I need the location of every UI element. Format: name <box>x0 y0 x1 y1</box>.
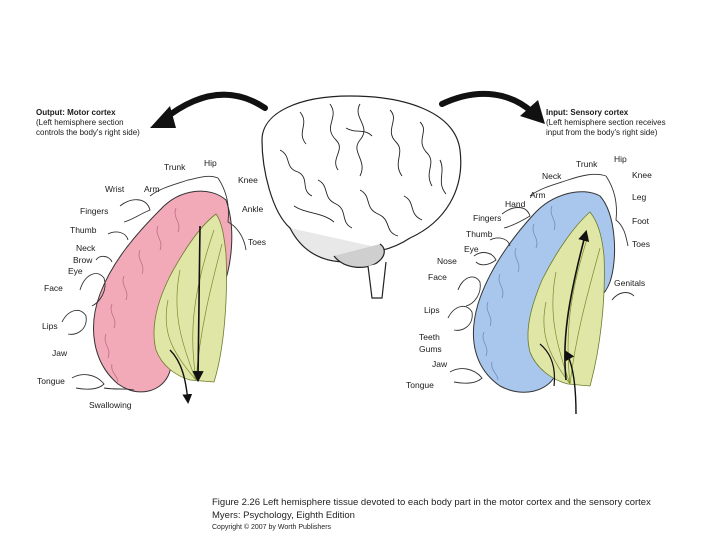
output-arrow-head <box>150 106 176 128</box>
figure-caption: Figure 2.26 Left hemisphere tissue devot… <box>212 496 712 533</box>
output-arrow <box>160 91 268 123</box>
motor-cortex-illustration <box>61 175 247 404</box>
motor-header: Output: Motor cortex (Left hemisphere se… <box>36 108 140 137</box>
sensory-label-gums: Gums <box>419 344 442 354</box>
motor-subtitle-line1: (Left hemisphere section <box>36 118 124 127</box>
sensory-subtitle-line1: (Left hemisphere section receives <box>546 118 666 127</box>
sensory-label-hip: Hip <box>614 154 627 164</box>
sensory-label-arm: Arm <box>530 190 546 200</box>
motor-label-toes: Toes <box>248 237 266 247</box>
motor-label-wrist: Wrist <box>105 184 125 194</box>
sensory-label-foot: Foot <box>632 216 650 226</box>
motor-subtitle-line2: controls the body's right side) <box>36 128 140 137</box>
sensory-label-teeth: Teeth <box>419 332 440 342</box>
motor-white-matter <box>153 213 227 383</box>
caption-copyright: Copyright © 2007 by Worth Publishers <box>212 524 332 531</box>
sensory-label-leg: Leg <box>632 192 646 202</box>
sensory-label-thumb: Thumb <box>466 229 493 239</box>
caption-line1: Figure 2.26 Left hemisphere tissue devot… <box>212 497 651 508</box>
sensory-subtitle-line2: input from the body's right side) <box>546 128 658 137</box>
sensory-label-hand: Hand <box>505 199 526 209</box>
motor-label-jaw: Jaw <box>52 348 68 358</box>
sensory-label-tongue: Tongue <box>406 380 434 390</box>
sensory-label-fingers: Fingers <box>473 213 501 223</box>
sensory-label-lips: Lips <box>424 305 440 315</box>
motor-labels: Trunk Hip Knee Wrist Arm Ankle Fingers T… <box>37 158 266 410</box>
sensory-cortex-illustration <box>447 173 635 415</box>
motor-label-hip: Hip <box>204 158 217 168</box>
sensory-labels: Hip Trunk Neck Knee Arm Leg Hand Foot Fi… <box>406 154 652 390</box>
motor-title: Output: Motor cortex <box>36 108 116 117</box>
sensory-label-face: Face <box>428 272 447 282</box>
sensory-label-eye: Eye <box>464 244 479 254</box>
motor-label-arm: Arm <box>144 184 160 194</box>
motor-label-knee: Knee <box>238 175 258 185</box>
motor-label-swallowing: Swallowing <box>89 400 132 410</box>
motor-label-fingers: Fingers <box>80 206 108 216</box>
sensory-label-toes: Toes <box>632 239 650 249</box>
motor-label-eye: Eye <box>68 266 83 276</box>
sensory-title: Input: Sensory cortex <box>546 108 629 117</box>
sensory-label-jaw: Jaw <box>432 359 448 369</box>
sensory-label-trunk: Trunk <box>576 159 598 169</box>
caption-line2: Myers: Psychology, Eighth Edition <box>212 510 355 521</box>
input-arrow-head <box>520 100 545 124</box>
motor-label-tongue: Tongue <box>37 376 65 386</box>
input-arrow <box>439 90 535 115</box>
motor-label-thumb: Thumb <box>70 225 97 235</box>
motor-label-neck: Neck <box>76 243 96 253</box>
motor-label-ankle: Ankle <box>242 204 264 214</box>
sensory-header: Input: Sensory cortex (Left hemisphere s… <box>546 108 666 137</box>
sensory-label-neck: Neck <box>542 171 562 181</box>
sensory-label-knee: Knee <box>632 170 652 180</box>
sensory-label-nose: Nose <box>437 256 457 266</box>
motor-label-face: Face <box>44 283 63 293</box>
motor-label-lips: Lips <box>42 321 58 331</box>
motor-label-brow: Brow <box>73 255 93 265</box>
motor-label-trunk: Trunk <box>164 162 186 172</box>
brain-illustration <box>261 95 462 299</box>
sensory-label-genitals: Genitals <box>614 278 645 288</box>
